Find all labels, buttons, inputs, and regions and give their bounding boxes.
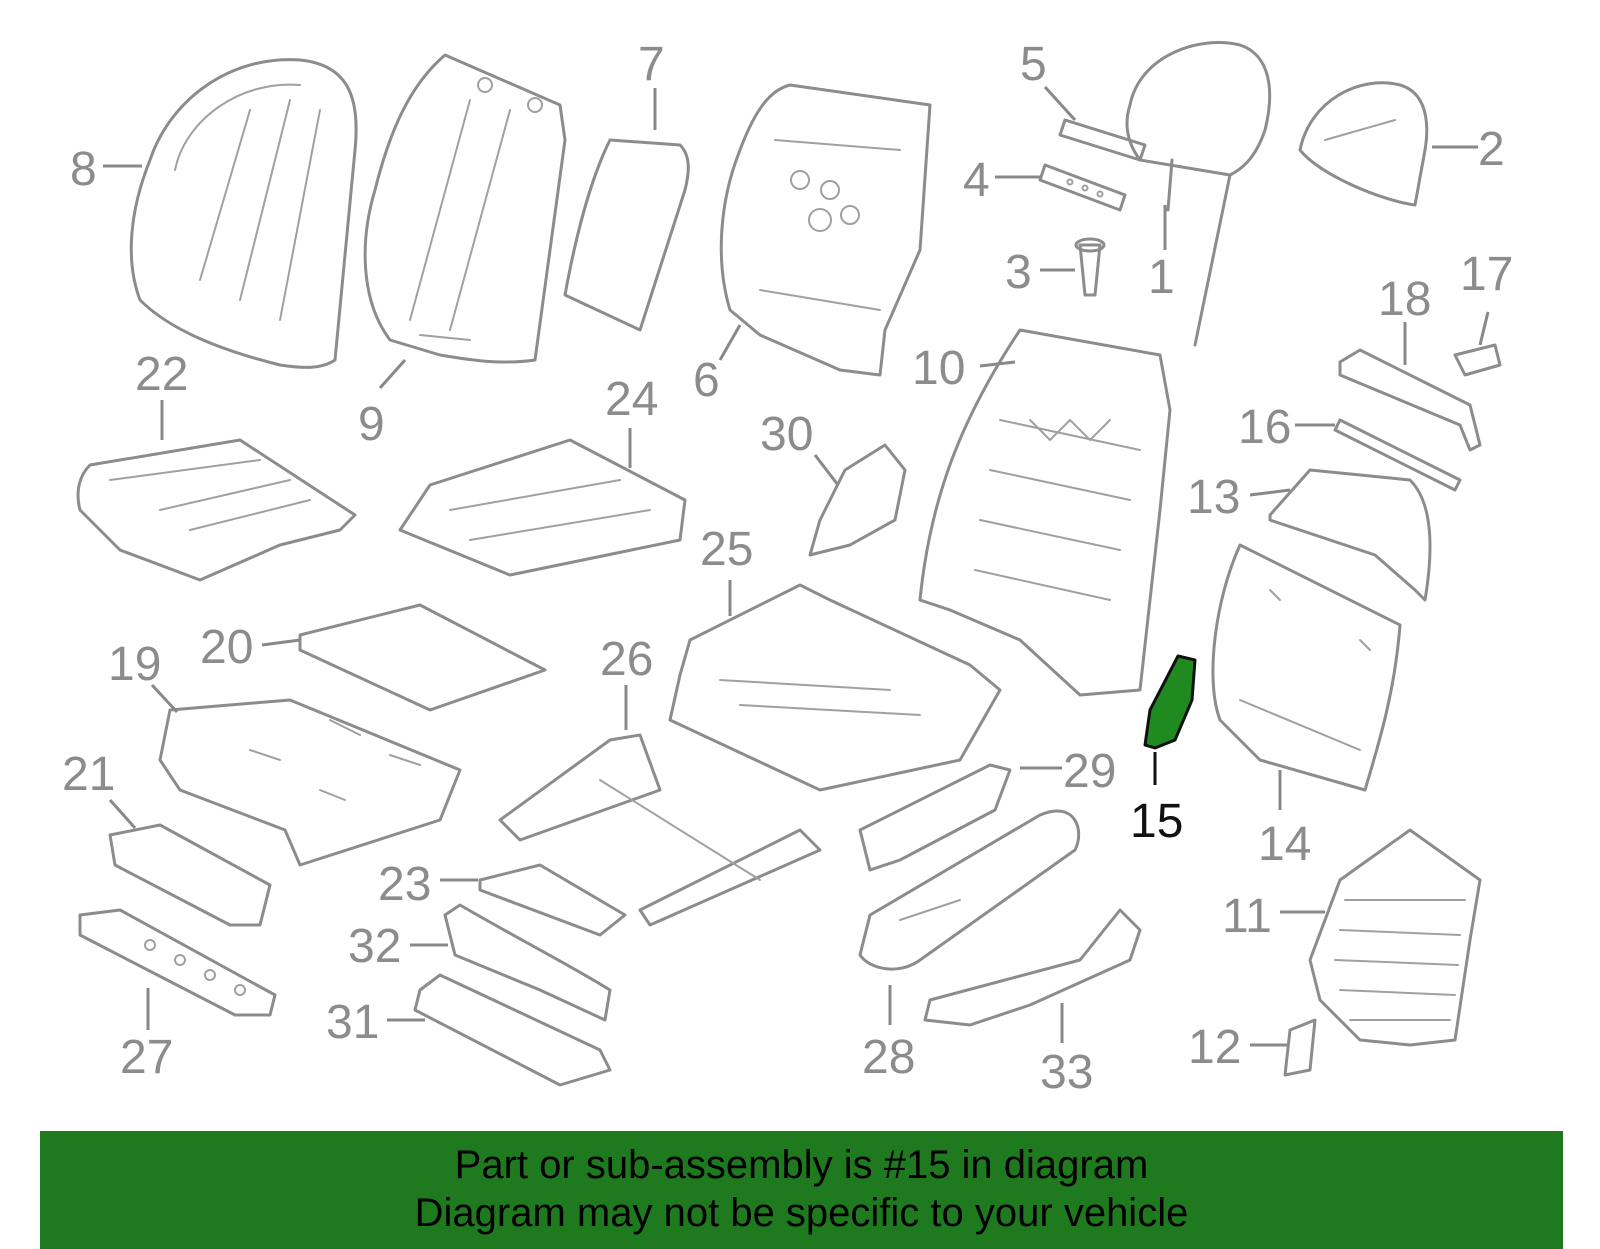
part-2-outline [1298,81,1429,207]
part-32-outline [443,903,612,1022]
part-15-highlighted [1143,654,1197,750]
callout-30: 30 [760,408,813,461]
part-31-outline [413,973,612,1087]
callout-6: 6 [693,354,720,407]
part-12-outline [1283,1018,1317,1077]
callout-26: 26 [600,633,653,686]
callout-11: 11 [1222,890,1272,943]
callout-4: 4 [963,154,990,207]
callout-25: 25 [700,523,753,576]
callout-9: 9 [358,398,385,451]
banner-line-part-number: Part or sub-assembly is #15 in diagram [454,1143,1149,1187]
callout-32: 32 [348,920,401,973]
callout-28: 28 [862,1031,915,1084]
part-17-outline [1453,343,1502,377]
callout-31: 31 [326,996,379,1049]
part-27-outline [78,908,277,1017]
callout-24: 24 [605,373,658,426]
part-29-outline [858,763,1012,872]
callout-21: 21 [62,748,115,801]
part-33-outline [923,908,1142,1027]
part-5-outline [1058,118,1147,162]
part-24-outline [398,438,687,577]
leader-lines [103,85,1490,1047]
callout-8: 8 [70,143,97,196]
part-23-outline [478,863,627,937]
part-11-outline [1308,828,1482,1047]
callout-3: 3 [1005,246,1032,299]
callout-33: 33 [1040,1046,1093,1099]
callout-12: 12 [1188,1021,1241,1074]
callout-5: 5 [1020,38,1047,91]
part-21-outline [108,823,272,927]
callout-18: 18 [1378,273,1431,326]
part-10-outline [918,328,1172,697]
part-22-outline [76,438,357,582]
callout-15-highlighted: 15 [1130,795,1183,848]
callout-13: 13 [1187,471,1240,524]
callout-27: 27 [120,1031,173,1084]
callout-10: 10 [912,342,965,395]
callout-29: 29 [1063,745,1116,798]
part-19-outline [158,698,462,867]
callout-22: 22 [135,348,188,401]
part-25-outline [668,583,1002,792]
part-28-outline [858,809,1081,971]
callout-23: 23 [378,858,431,911]
part-4-outline [1038,163,1127,212]
part-7-outline [563,138,690,332]
part-26-outline [498,733,822,927]
part-13-outline [1268,468,1432,602]
callout-2: 2 [1478,123,1505,176]
callout-17: 17 [1460,248,1513,301]
info-banner: Part or sub-assembly is #15 in diagram D… [40,1131,1563,1249]
part-6-outline [719,83,932,377]
part-3-outline [1074,237,1106,297]
part-1-outline [1125,41,1272,347]
callout-labels: 8 9 7 6 5 4 3 1 2 17 18 16 13 14 10 30 2… [62,38,1513,1099]
part-9-outline [363,53,567,364]
part-20-outline [298,603,547,712]
callout-1: 1 [1148,251,1175,304]
part-30-outline [808,443,907,557]
callout-19: 19 [108,638,161,691]
banner-line-disclaimer: Diagram may not be specific to your vehi… [414,1191,1189,1235]
callout-16: 16 [1238,401,1291,454]
callout-20: 20 [200,621,253,674]
callout-7: 7 [638,38,665,91]
part-14-outline [1211,543,1402,792]
part-8-outline [129,58,358,369]
part-16-outline [1333,418,1462,492]
part-18-outline [1338,348,1482,452]
callout-14: 14 [1258,818,1311,871]
